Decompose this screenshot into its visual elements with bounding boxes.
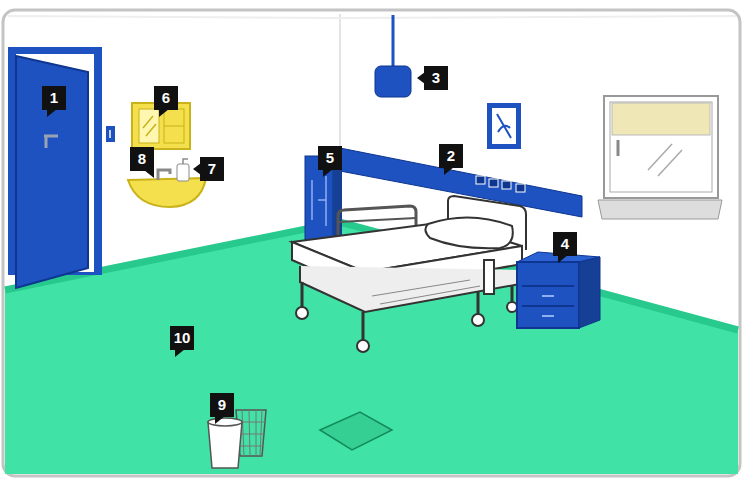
skirting bbox=[5, 222, 738, 330]
frame bbox=[3, 10, 740, 476]
bed-legs bbox=[302, 282, 512, 342]
drawer-handles bbox=[542, 296, 554, 316]
picture-frame bbox=[487, 103, 521, 149]
window-frame bbox=[604, 96, 718, 198]
bin-rim bbox=[208, 418, 242, 426]
callout-number: 5 bbox=[318, 146, 342, 170]
bedside-table bbox=[517, 262, 579, 328]
glass-glint bbox=[648, 144, 682, 176]
callout-number: 4 bbox=[553, 232, 577, 256]
light-switch bbox=[106, 126, 115, 142]
pillow bbox=[425, 217, 512, 248]
wheel bbox=[507, 302, 517, 312]
cabinet-shelf bbox=[164, 109, 184, 143]
socket bbox=[489, 179, 498, 187]
rail-bar bbox=[338, 218, 416, 222]
callout-number: 1 bbox=[42, 86, 66, 110]
tap bbox=[158, 170, 170, 180]
socket bbox=[516, 184, 525, 192]
table-side bbox=[579, 257, 600, 328]
callout-tail bbox=[47, 109, 57, 117]
mirror bbox=[139, 109, 159, 143]
window-glass bbox=[610, 102, 712, 192]
callout-tail bbox=[159, 109, 169, 117]
shelf-line bbox=[164, 126, 184, 127]
door-leaf bbox=[16, 56, 88, 288]
soap-dispenser bbox=[177, 164, 189, 181]
callout-tail bbox=[444, 167, 454, 175]
callout-number: 8 bbox=[130, 147, 154, 171]
callout-tail bbox=[175, 349, 185, 357]
column-fittings bbox=[312, 176, 326, 226]
mirror-glint bbox=[143, 116, 156, 136]
callout-number: 7 bbox=[200, 157, 224, 181]
picture-symbol bbox=[497, 114, 511, 138]
wheel bbox=[357, 340, 369, 352]
door-handle bbox=[44, 136, 58, 148]
soap-pump bbox=[183, 159, 188, 164]
switch-rocker bbox=[109, 130, 111, 138]
callout-number: 2 bbox=[439, 144, 463, 168]
callout-tail bbox=[215, 416, 225, 424]
callout-tail bbox=[144, 170, 154, 178]
floor-tray bbox=[320, 412, 392, 450]
wheel bbox=[472, 314, 484, 326]
callout-number: 10 bbox=[170, 326, 194, 350]
socket bbox=[476, 176, 485, 184]
sink-basin bbox=[128, 178, 206, 207]
window-blind bbox=[612, 103, 710, 135]
wheel bbox=[296, 307, 308, 319]
window-sill bbox=[598, 200, 722, 219]
callout-number: 3 bbox=[424, 66, 448, 90]
callout-tail bbox=[323, 169, 333, 177]
picture bbox=[492, 108, 516, 144]
callout-number: 9 bbox=[210, 393, 234, 417]
waste-bin bbox=[208, 422, 242, 468]
ceiling-edge bbox=[8, 16, 340, 18]
bed-rail-control bbox=[484, 260, 494, 294]
callout-number: 6 bbox=[154, 86, 178, 110]
ceiling-edge bbox=[340, 16, 736, 18]
ceiling-lamp bbox=[375, 66, 411, 97]
lamp-cord bbox=[392, 15, 395, 67]
base-frame bbox=[372, 280, 480, 304]
callout-tail bbox=[558, 255, 568, 263]
socket bbox=[502, 181, 511, 189]
window-handle bbox=[617, 140, 620, 156]
floor bbox=[5, 222, 738, 474]
